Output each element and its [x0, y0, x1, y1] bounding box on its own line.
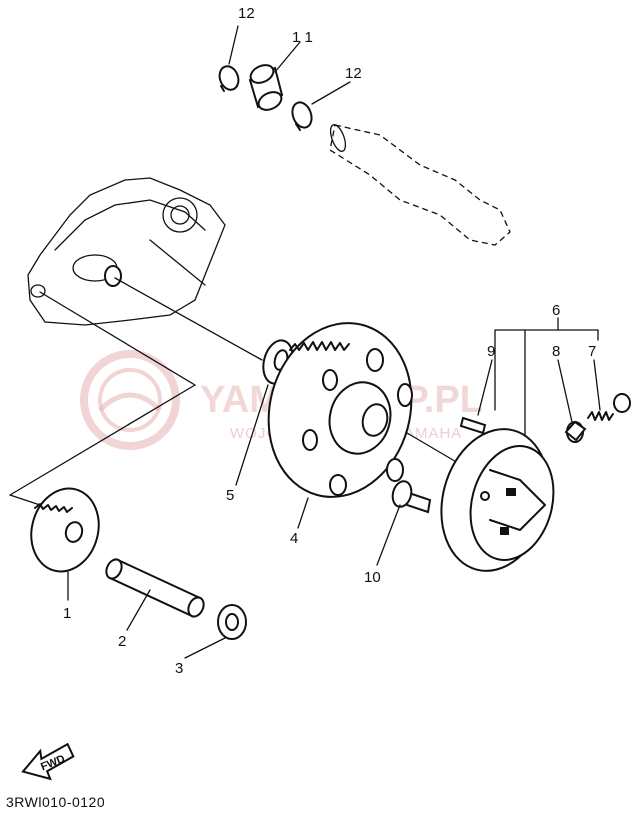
part-1-idler-gear — [30, 487, 100, 573]
part-8-plunger — [564, 420, 587, 443]
part-9-roller — [459, 416, 487, 435]
callout-10: 10 — [364, 569, 381, 586]
fwd-arrow-icon: FWD — [21, 742, 75, 781]
callout-5: 5 — [226, 487, 234, 504]
callout-12-top: 12 — [238, 5, 255, 22]
callout-1: 1 — [63, 605, 71, 622]
callout-3: 3 — [175, 660, 183, 677]
part-4-starter-gear — [267, 322, 413, 498]
callout-8: 8 — [552, 343, 560, 360]
part-12-circlip-bottom — [291, 101, 313, 131]
callout-6: 6 — [552, 302, 560, 319]
part-10-bolt — [391, 480, 432, 514]
starter-clutch-housing — [440, 428, 555, 572]
callout-leaders — [67, 25, 601, 659]
crankshaft-outline — [329, 124, 511, 246]
callout-11: 1 1 — [292, 29, 313, 46]
crankcase-outline — [27, 177, 226, 326]
part-12-circlip-top — [218, 65, 240, 92]
diagram-code: 3RWl010-0120 — [6, 794, 106, 810]
part-7-spring — [587, 393, 631, 421]
watermark-logo-icon — [80, 350, 180, 450]
callout-9: 9 — [487, 343, 495, 360]
callout-7: 7 — [588, 343, 596, 360]
part-3-bearing — [217, 604, 247, 640]
part-2-shaft — [105, 558, 205, 618]
callout-4: 4 — [290, 530, 298, 547]
callout-labels: 12 1 1 12 6 9 8 7 5 4 10 1 2 3 — [63, 5, 596, 677]
fwd-label: FWD — [39, 753, 67, 774]
callout-12-bottom: 12 — [345, 65, 362, 82]
part-11-bush — [248, 64, 284, 111]
callout-2: 2 — [118, 633, 126, 650]
